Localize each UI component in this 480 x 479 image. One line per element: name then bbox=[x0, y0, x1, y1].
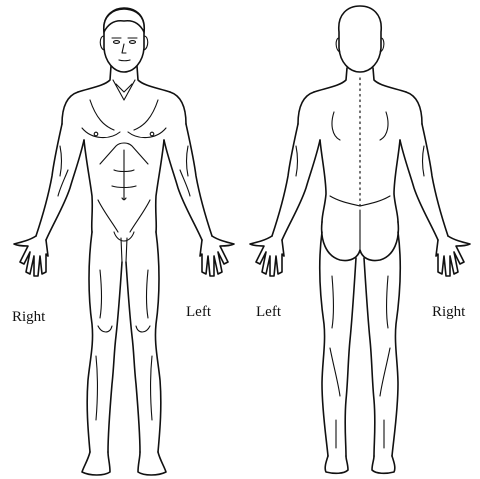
front-left-hand bbox=[200, 236, 234, 276]
back-right-hand bbox=[436, 236, 470, 276]
back-right-foot bbox=[372, 456, 395, 473]
front-legs bbox=[82, 232, 166, 475]
label-front-left: Left bbox=[186, 304, 212, 320]
back-neck bbox=[314, 68, 347, 92]
front-left-arm bbox=[164, 124, 234, 276]
label-back-right: Right bbox=[432, 304, 466, 320]
front-view-figure bbox=[14, 8, 234, 475]
front-right-arm bbox=[14, 124, 84, 276]
front-head bbox=[100, 8, 148, 72]
front-left-foot bbox=[138, 452, 166, 475]
back-head bbox=[336, 6, 384, 72]
back-legs bbox=[320, 232, 400, 473]
back-left-hand bbox=[250, 236, 284, 276]
front-torso bbox=[62, 92, 186, 262]
label-front-right: Right bbox=[12, 309, 46, 325]
back-right-arm bbox=[400, 124, 470, 276]
front-neck bbox=[78, 66, 111, 92]
back-view-figure bbox=[250, 6, 470, 473]
back-left-foot bbox=[325, 456, 348, 473]
label-back-left: Left bbox=[256, 304, 282, 320]
front-right-hand bbox=[14, 236, 48, 276]
back-left-arm bbox=[250, 124, 320, 276]
front-right-foot bbox=[82, 452, 110, 475]
back-torso bbox=[298, 78, 422, 261]
